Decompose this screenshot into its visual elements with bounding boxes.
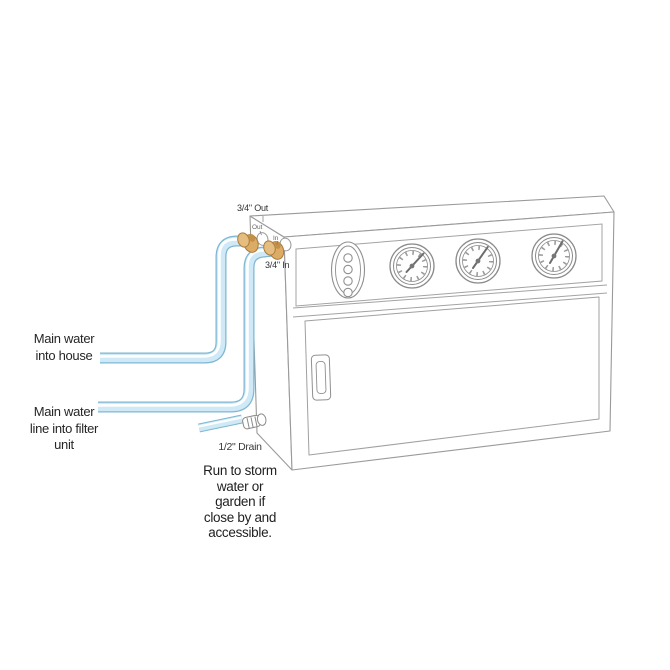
drain-fitting bbox=[242, 413, 267, 430]
filter-unit-box bbox=[249, 195, 615, 471]
label-main-water-into-house: Main water into house bbox=[33, 331, 95, 363]
label-out-port: Out bbox=[252, 224, 263, 231]
indicator-panel bbox=[330, 241, 366, 299]
pressure-gauge-3 bbox=[531, 233, 577, 279]
pipe-in-from-main bbox=[96, 245, 274, 413]
door-panel bbox=[304, 296, 600, 456]
label-drain-size: 1/2" Drain bbox=[218, 441, 262, 453]
gauge-needle bbox=[472, 246, 489, 269]
door-handle bbox=[310, 354, 332, 401]
label-in-port: In bbox=[273, 234, 279, 242]
label-drain-run-note: Run to storm water or garden if close by… bbox=[203, 463, 277, 541]
label-out-size: 3/4" Out bbox=[237, 203, 269, 213]
in-fitting bbox=[263, 237, 292, 260]
pressure-gauge-2 bbox=[455, 238, 501, 284]
gauge-needle bbox=[549, 240, 564, 264]
label-in-size: 3/4" In bbox=[265, 260, 290, 270]
gauge-needle bbox=[405, 252, 425, 273]
pressure-gauge-1 bbox=[389, 243, 435, 289]
pipe-out-to-house bbox=[98, 235, 247, 364]
label-leader-lines bbox=[259, 216, 278, 245]
control-bezel bbox=[292, 223, 608, 318]
box-front-face bbox=[283, 211, 615, 471]
label-main-water-into-filter: Main water line into filter unit bbox=[29, 404, 99, 452]
drain-pipe bbox=[198, 414, 243, 433]
